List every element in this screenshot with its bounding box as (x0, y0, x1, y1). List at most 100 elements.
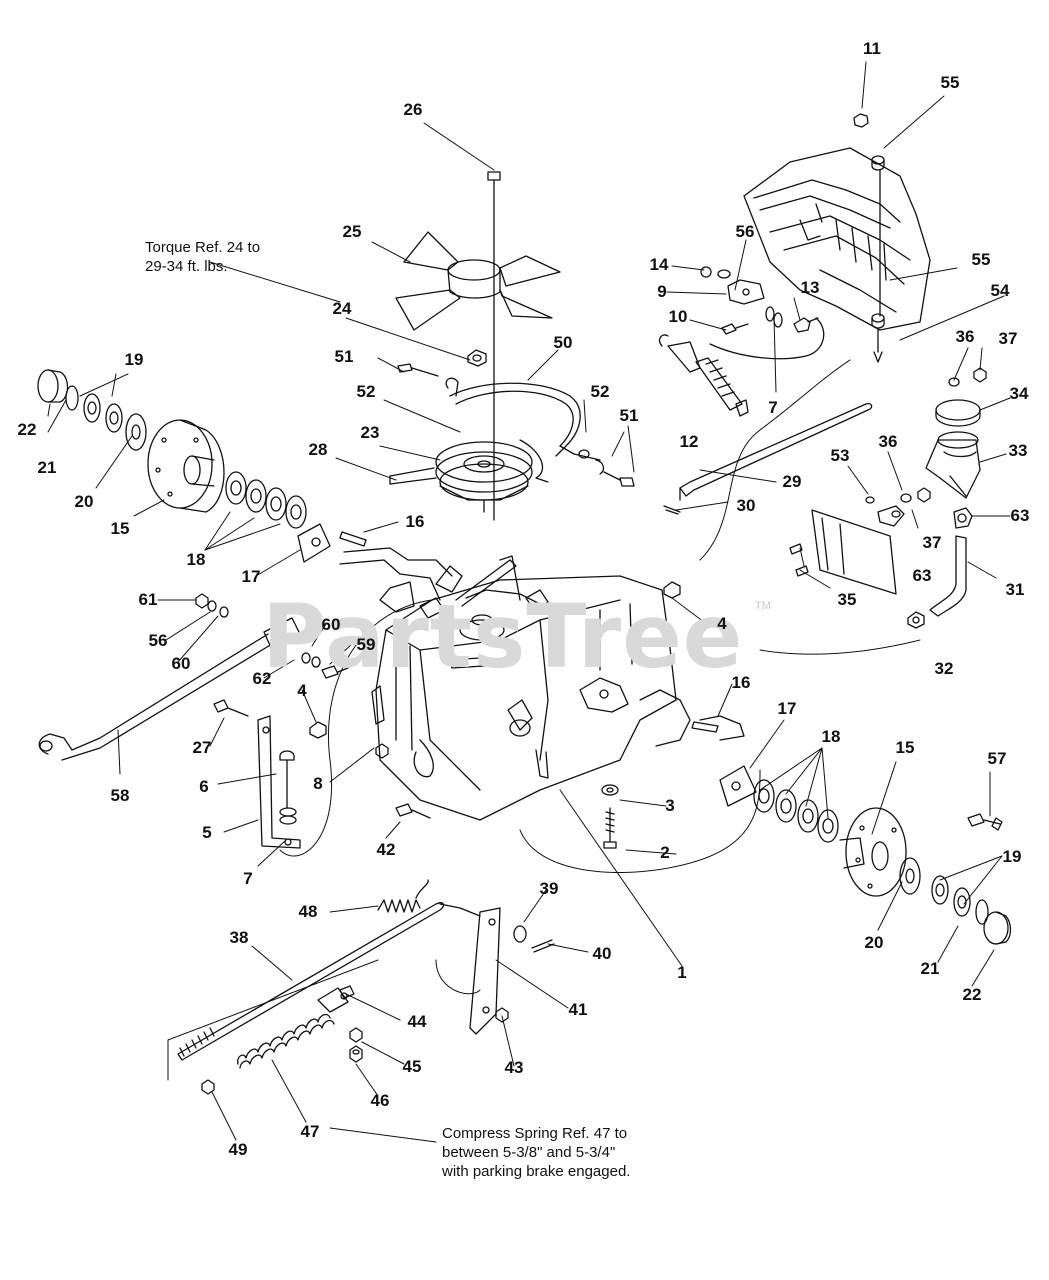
callout-42: 42 (376, 840, 396, 859)
watermark-trademark: TM (755, 600, 771, 612)
part-51-bolt-right (595, 459, 635, 487)
callout-15: 15 (895, 738, 915, 757)
part-1-transaxle-body (371, 555, 745, 821)
part-21-ring-right (975, 899, 989, 925)
part-50-belt-guard (449, 382, 601, 483)
part-9-bracket (700, 266, 765, 305)
callout-25: 25 (342, 222, 362, 241)
part-45-nut (349, 1027, 363, 1043)
callout-44: 44 (407, 1012, 427, 1031)
callout-7: 7 (243, 869, 253, 888)
callout-60: 60 (321, 615, 341, 634)
part-4-nut-left (309, 721, 327, 739)
part-46-nut (349, 1045, 363, 1063)
part-19-washers-left (83, 393, 123, 433)
callout-38: 38 (229, 928, 249, 947)
callout-45: 45 (402, 1057, 422, 1076)
part-60-washer-a (219, 606, 229, 618)
callout-61: 61 (138, 590, 158, 609)
part-24-nut (467, 349, 487, 367)
part-19-washers-right (931, 875, 971, 917)
callout-35: 35 (837, 590, 857, 609)
part-49-nut (201, 1079, 215, 1095)
part-36-washer (948, 377, 960, 387)
callout-33: 33 (1008, 441, 1028, 460)
part-52-spacer-right (578, 449, 590, 459)
callout-60: 60 (171, 654, 191, 673)
part-35-bracket-plate (811, 509, 897, 595)
callout-31: 31 (1005, 580, 1025, 599)
part-37-nut-lower (917, 487, 931, 503)
callout-18: 18 (821, 727, 841, 746)
part-38-rod (177, 902, 481, 1061)
callout-7: 7 (768, 398, 778, 417)
part-26-bolt (487, 171, 501, 521)
callout-55: 55 (971, 250, 991, 269)
callout-59: 59 (356, 635, 376, 654)
callout-40: 40 (592, 944, 612, 963)
part-8-nut (375, 743, 389, 759)
callout-63: 63 (912, 566, 932, 585)
callout-5: 5 (202, 823, 212, 842)
part-23-pulley (435, 441, 533, 513)
part-30-pin (663, 505, 681, 515)
part-41-lever (469, 907, 501, 1035)
callout-36: 36 (955, 327, 975, 346)
part-31-hose (929, 535, 967, 617)
callout-13: 13 (800, 278, 820, 297)
torque-note: Torque Ref. 24 to 29-34 ft. lbs. (145, 239, 261, 275)
part-53-washer (865, 496, 875, 504)
part-20-washer-left (125, 413, 147, 451)
callout-23: 23 (360, 423, 380, 442)
part-17-plate-left (297, 523, 331, 563)
part-6-bolt (279, 750, 295, 809)
part-7-washers-left (279, 807, 297, 825)
spring-note: Compress Spring Ref. 47 to between 5-3/8… (442, 1125, 631, 1180)
part-40-pin (531, 939, 555, 953)
part-25-fan (395, 231, 561, 331)
callout-58: 58 (110, 786, 130, 805)
callout-39: 39 (539, 879, 559, 898)
callout-52: 52 (590, 382, 610, 401)
shift-linkage (339, 547, 549, 619)
part-48-spring (377, 879, 429, 913)
callout-53: 53 (830, 446, 850, 465)
part-51-bolt-left (397, 363, 439, 377)
part-16-key-right (691, 721, 719, 733)
part-17-plate-right (719, 765, 757, 807)
part-7-washers-top (765, 306, 783, 328)
part-35-screws (789, 543, 809, 577)
part-34-cap (935, 399, 981, 427)
callout-37: 37 (922, 533, 942, 552)
part-22-cap-right (983, 911, 1012, 945)
callout-26: 26 (403, 100, 423, 119)
part-47-spring (237, 1013, 335, 1069)
part-15-hub-left (147, 419, 225, 513)
part-37-nut (973, 367, 987, 383)
callout-49: 49 (228, 1140, 248, 1159)
callout-10: 10 (668, 307, 688, 326)
callout-20: 20 (864, 933, 884, 952)
callout-19: 19 (1002, 847, 1022, 866)
callout-24: 24 (332, 299, 352, 318)
part-43-nut (495, 1007, 509, 1023)
part-2-bolt (603, 807, 617, 849)
callout-27: 27 (192, 738, 212, 757)
callout-16: 16 (405, 512, 425, 531)
part-4-nut-top (663, 581, 681, 599)
part-11-nut (853, 113, 869, 128)
part-15-hub-right (839, 807, 907, 897)
part-28-belt (389, 467, 437, 485)
part-13-bolt (709, 317, 825, 360)
part-56-washer (207, 600, 217, 612)
part-61-nut (195, 593, 209, 609)
part-62-washer (301, 652, 311, 664)
part-3-washer (601, 784, 619, 796)
assembly-phantom-lines (167, 359, 921, 1081)
callout-29: 29 (782, 472, 802, 491)
part-16-key-left (339, 531, 367, 547)
callout-63: 63 (1010, 506, 1030, 525)
callout-21: 21 (37, 458, 57, 477)
part-27-bolt (213, 699, 249, 717)
part-52-spacer-left (445, 377, 459, 397)
